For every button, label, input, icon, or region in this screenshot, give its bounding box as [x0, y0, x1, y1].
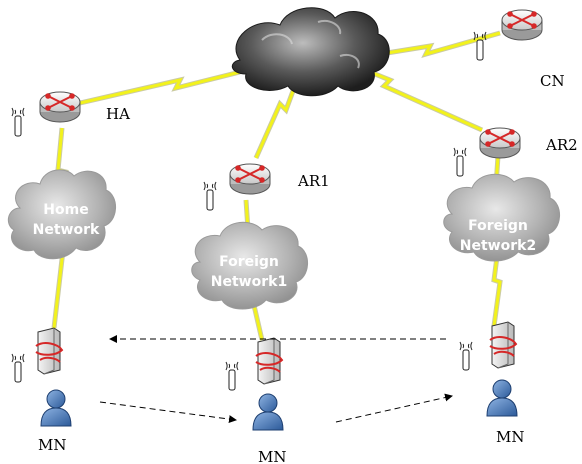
antenna-icon — [203, 181, 217, 211]
label-ar2: AR2 — [545, 136, 578, 154]
foreign-network2-cloud-icon: Foreign Network2 — [443, 173, 560, 262]
movement-arrows — [99, 335, 453, 424]
router-ar2-icon — [479, 127, 521, 159]
person-icon-left — [40, 389, 72, 427]
antenna-icon — [11, 353, 25, 383]
label-mn-center: MN — [258, 448, 286, 464]
foreign-network1-label-line1: Foreign — [219, 254, 279, 270]
antenna-icon — [453, 147, 467, 177]
person-icon-right — [486, 379, 518, 417]
antenna-icon — [459, 341, 473, 371]
antennas — [11, 31, 487, 391]
router-ha-icon — [39, 91, 81, 123]
link-internet-cn — [355, 31, 501, 60]
foreign-network2-label-line1: Foreign — [468, 218, 528, 234]
home-network-cloud-icon: Home Network — [7, 169, 116, 260]
foreign-network2-label-line2: Network2 — [460, 238, 536, 254]
link-ha-internet — [79, 70, 241, 105]
move-arrow-1 — [99, 401, 237, 424]
move-arrow-2 — [335, 393, 453, 423]
label-cn: CN — [540, 72, 565, 90]
label-ha: HA — [106, 105, 130, 123]
foreign-network1-cloud-icon: Foreign Network1 — [191, 221, 308, 310]
antenna-icon — [11, 107, 25, 137]
antenna-icon — [473, 31, 487, 61]
home-network-label-line2: Network — [33, 222, 100, 238]
base-station-home-icon — [35, 327, 64, 375]
person-icon-center — [252, 393, 284, 431]
base-station-foreign1-icon — [255, 337, 284, 385]
base-station-foreign2-icon — [489, 321, 518, 369]
label-mn-left: MN — [38, 436, 66, 454]
home-network-label-line1: Home — [43, 202, 88, 218]
router-cn-icon — [501, 9, 543, 41]
antenna-icon — [225, 361, 239, 391]
label-ar1: AR1 — [297, 172, 330, 190]
label-mn-right: MN — [496, 428, 524, 446]
foreign-network1-label-line2: Network1 — [211, 274, 287, 290]
internet-cloud-icon — [231, 7, 390, 97]
router-ar1-icon — [229, 163, 271, 195]
